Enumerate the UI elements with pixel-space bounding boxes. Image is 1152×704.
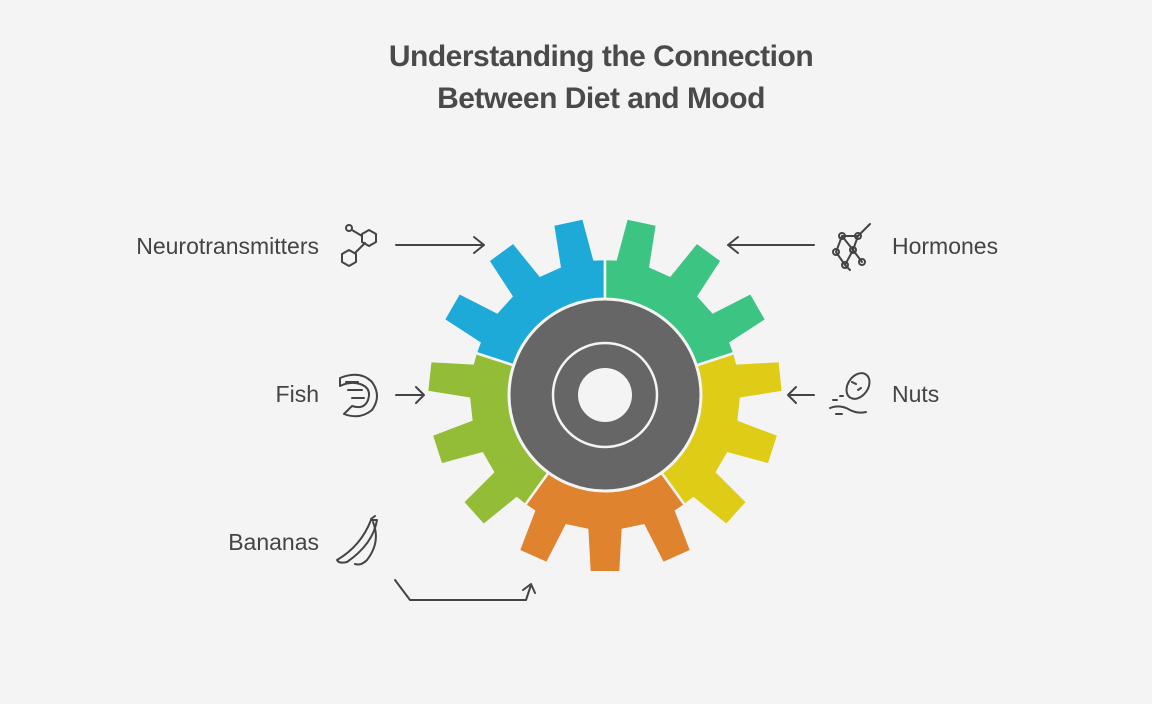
hub-hole	[578, 368, 632, 422]
label-fish: Fish	[275, 381, 319, 407]
hub-ring	[551, 341, 659, 449]
label-hormones: Hormones	[892, 233, 999, 259]
label-neurotransmitters: Neurotransmitters	[136, 233, 319, 259]
network-icon	[832, 223, 871, 271]
arrow-nuts	[787, 386, 815, 404]
shrimp-icon	[339, 373, 378, 418]
arrow-neurotransmitters	[395, 236, 485, 254]
diagram-title: Understanding the Connection Between Die…	[0, 36, 1152, 120]
label-bananas: Bananas	[228, 529, 319, 555]
arrow-hormones	[727, 236, 815, 254]
nut-icon	[829, 372, 871, 415]
arrow-fish	[395, 386, 425, 404]
banana-icon	[336, 515, 378, 566]
title-line-2: Between Diet and Mood	[437, 82, 765, 115]
title-line-1: Understanding the Connection	[388, 40, 814, 73]
arrow-bananas	[394, 579, 536, 601]
molecule-icon	[341, 224, 377, 267]
label-nuts: Nuts	[892, 381, 940, 407]
gear	[425, 216, 785, 574]
